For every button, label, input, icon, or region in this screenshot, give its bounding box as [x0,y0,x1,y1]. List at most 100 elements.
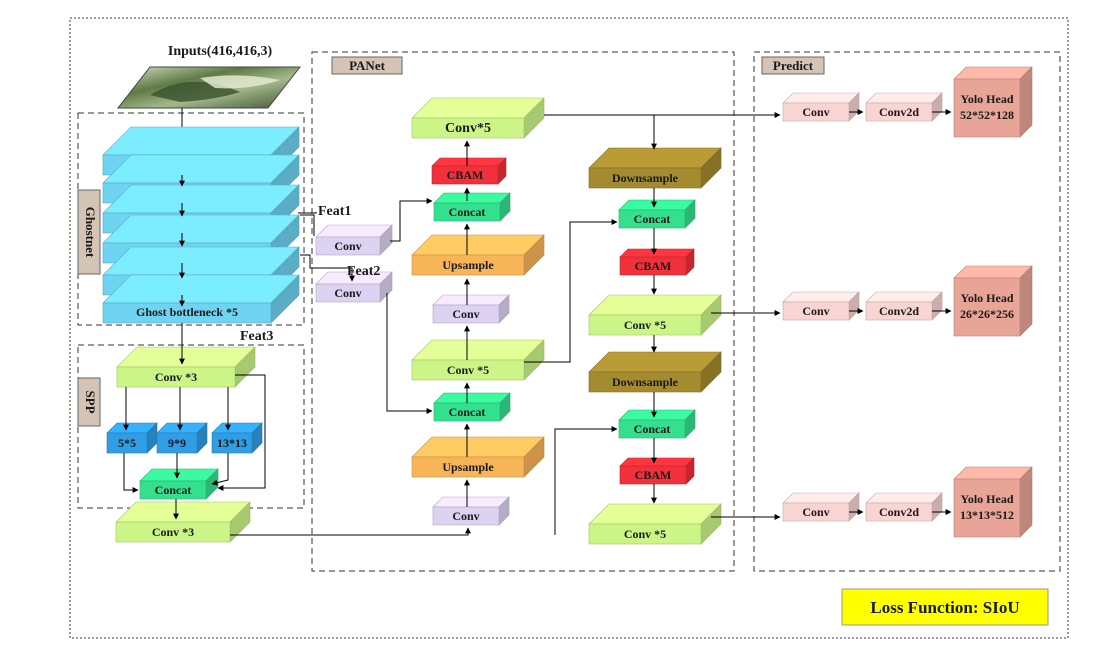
pool-9x9: 9*9 [156,422,208,454]
panet-conv-mid-label: Conv [452,307,479,321]
svg-text:Loss Function: SIoU: Loss Function: SIoU [870,598,1019,617]
panet-conv5-top: Conv*5 [411,97,545,139]
panet-conv5-top-label: Conv*5 [445,121,491,136]
panet-upsample-top-label: Upsample [442,258,494,272]
ghostnet-tag: Ghostnet [77,189,101,275]
pool-5x5: 5*5 [106,422,158,454]
yolo-head-size: 26*26*256 [960,307,1014,321]
predict-conv2d-2: Conv2d [865,291,943,321]
panet-conv-mid: Conv [432,294,510,324]
input-label: Inputs(416,416,3) [168,44,273,59]
yolo-head-size: 52*52*128 [960,108,1014,122]
pool1-to-concat [123,453,139,493]
predict-conv2d-1: Conv2d [865,92,943,122]
pool3-to-concat [211,453,229,486]
panet-concat-right-bottom: Concat [618,409,696,439]
panet-cbam-right-top: CBAM [619,248,695,276]
yolo-head-title: Yolo Head [960,492,1013,506]
conv-feat1-to-concat [390,198,433,242]
panet-conv5-mid-label: Conv *5 [447,363,489,377]
panet-cbam-right-bottom-label: CBAM [635,468,672,482]
panet-tag: PANet [331,56,403,75]
panet-conv-feat1-label: Conv [334,239,361,253]
svg-text:Predict: Predict [773,58,814,73]
yolo-head-1: Yolo Head 52*52*128 [953,66,1033,138]
predict-conv2d-1-label: Conv2d [879,105,919,119]
pool-5x5-label: 5*5 [118,436,136,450]
panet-conv5-mid: Conv *5 [411,339,545,381]
feat1-label: Feat1 [318,204,351,219]
panet-downsample-bottom: Downsample [588,351,722,393]
predict-conv-2-label: Conv [802,304,829,318]
panet-conv-bottom-label: Conv [452,509,479,523]
spp-conv-bottom: Conv *3 [115,501,251,543]
panet-conv-feat2-label: Conv [334,286,361,300]
spp-out-to-panet [230,527,471,536]
panet-concat-right-bottom-label: Concat [634,422,671,436]
pool-9x9-label: 9*9 [168,436,186,450]
panet-conv5-right-mid: Conv *5 [588,294,722,336]
conv5-left-bottom-link [554,426,618,535]
panet-cbam-right-top-label: CBAM [635,259,672,273]
panet-conv-feat2: Conv [315,271,393,303]
panet-conv5-right-mid-label: Conv *5 [624,318,666,332]
panet-cbam-top-label: CBAM [447,168,484,182]
spp-concat-label: Concat [155,483,192,497]
svg-text:Ghostnet: Ghostnet [83,207,98,258]
predict-conv-2: Conv [782,291,860,321]
outer-frame [69,17,1069,639]
panet-conv-feat1: Conv [315,224,393,256]
panet-upsample-bottom: Upsample [411,436,545,478]
feat3-label: Feat3 [240,329,273,344]
feat2-label: Feat2 [347,264,380,279]
panet-conv5-right-bottom: Conv *5 [588,503,722,545]
pool-13x13-label: 13*13 [217,436,247,450]
predict-section [753,51,1061,572]
panet-cbam-top: CBAM [431,157,507,185]
panet-concat-mid-label: Concat [449,405,486,419]
svg-text:SPP: SPP [83,390,98,413]
predict-conv2d-3-label: Conv2d [879,505,919,519]
panet-concat-mid: Concat [433,392,511,422]
conv-feat2-to-concat-mid [386,293,433,414]
panet-downsample-top: Downsample [588,147,722,189]
yolo-head-size: 13*13*512 [960,508,1014,522]
predict-conv-3: Conv [782,492,860,522]
panet-cbam-right-bottom: CBAM [619,457,695,485]
panet-downsample-top-label: Downsample [612,171,679,185]
spp-conv-top-label: Conv *3 [155,370,197,384]
conv5-mid-to-right-concat [524,219,618,363]
predict-conv-3-label: Conv [802,505,829,519]
spp-bypass [217,374,266,491]
panet-conv5-right-bottom-label: Conv *5 [624,527,666,541]
panet-upsample-bottom-label: Upsample [442,460,494,474]
loss-function-box: Loss Function: SIoU [841,588,1049,626]
panet-concat-right-top: Concat [618,199,696,229]
spp-conv-top: Conv *3 [116,346,256,388]
spp-conv-bottom-label: Conv *3 [152,525,194,539]
yolo-head-title: Yolo Head [960,291,1013,305]
yolo-head-3: Yolo Head 13*13*512 [953,466,1033,538]
spp-tag: SPP [77,377,101,427]
yolo-head-title: Yolo Head [960,92,1013,106]
panet-section [311,51,735,572]
panet-concat-top: Concat [433,192,511,222]
input-image [116,66,302,109]
predict-conv-1-label: Conv [802,105,829,119]
svg-text:PANet: PANet [349,58,386,73]
panet-concat-right-top-label: Concat [634,212,671,226]
yolo-head-2: Yolo Head 26*26*256 [953,265,1033,337]
predict-conv2d-2-label: Conv2d [879,304,919,318]
panet-upsample-top: Upsample [411,234,545,276]
pool-13x13: 13*13 [211,422,263,454]
predict-conv2d-3: Conv2d [865,492,943,522]
feat1-arrow [300,214,315,236]
backbone-layer-6: Ghost bottleneck *5 [102,274,300,324]
feat1-to-conv [298,212,317,214]
panet-downsample-bottom-label: Downsample [612,375,679,389]
panet-concat-top-label: Concat [449,205,486,219]
backbone-layer-6-label: Ghost bottleneck *5 [136,305,238,319]
spp-concat: Concat [139,468,219,500]
predict-tag: Predict [761,56,825,75]
